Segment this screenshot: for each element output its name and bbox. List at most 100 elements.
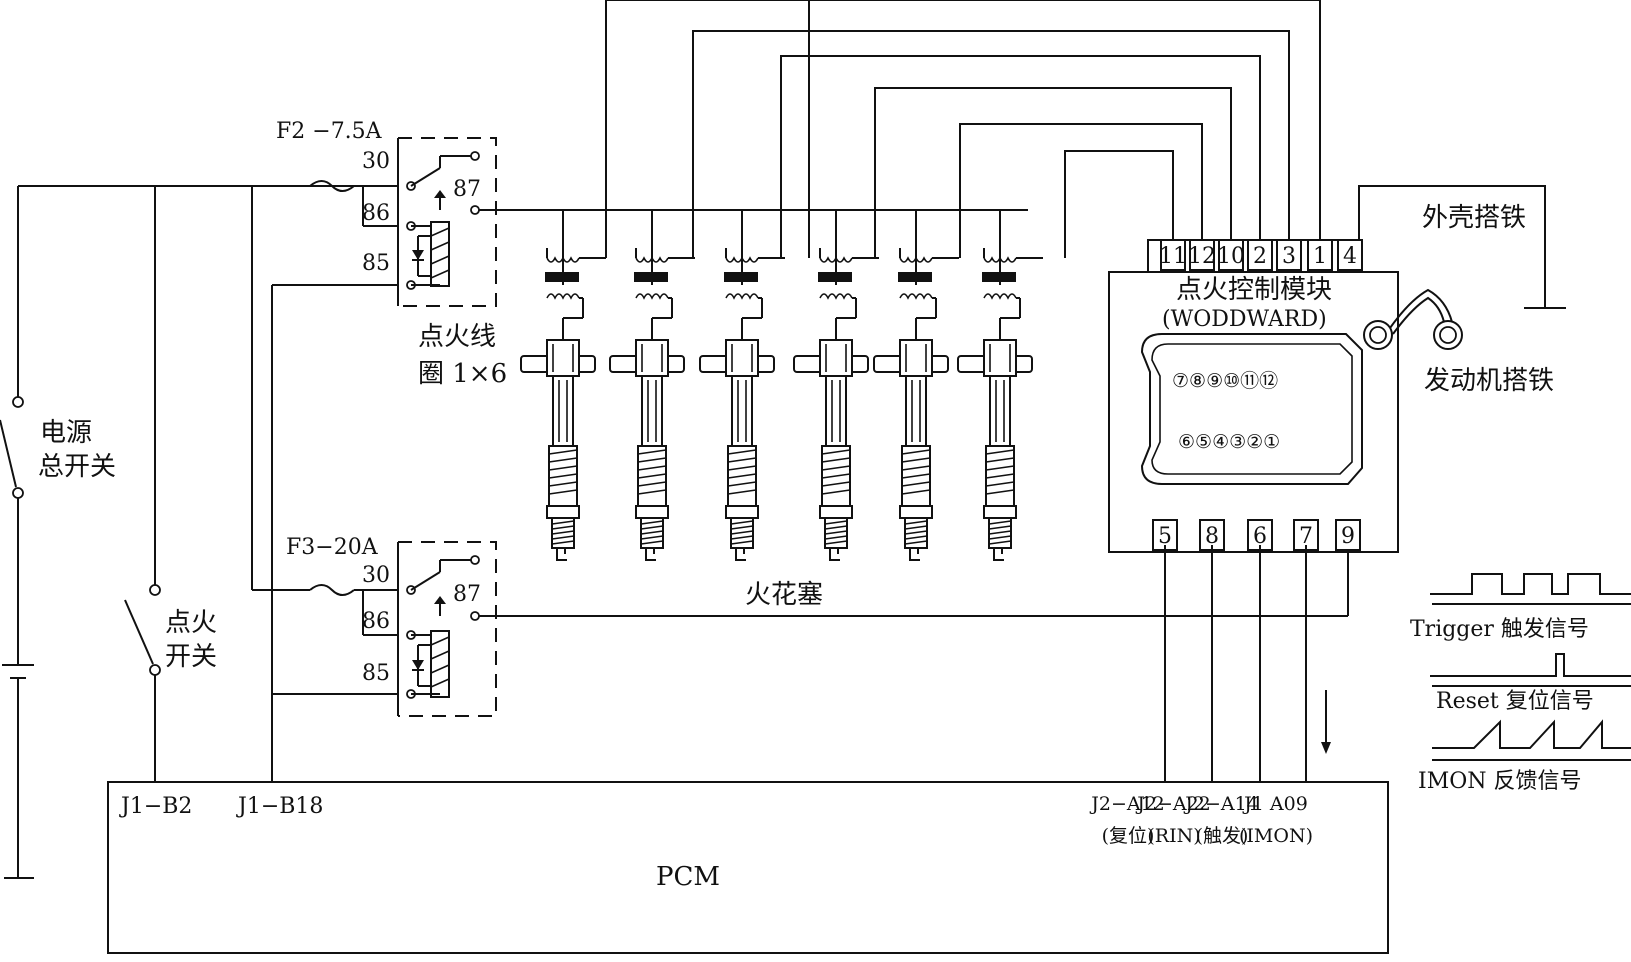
spark-plug-electrode xyxy=(909,548,920,561)
pcm-pin-note-3: (触发) xyxy=(1196,825,1249,847)
coil-tube xyxy=(641,375,663,447)
ignition-control-module xyxy=(1108,185,1566,553)
coil-boot-top xyxy=(725,339,759,377)
relay-f2-pin-86: 86 xyxy=(362,201,390,226)
connector-bottom-row: ⑥⑤④③②① xyxy=(1178,431,1280,453)
trigger-signal-label: Trigger 触发信号 xyxy=(1410,617,1589,642)
module-pin-12: 12 xyxy=(1188,239,1216,271)
coil-label-1: 点火线 xyxy=(418,322,496,352)
coil-core xyxy=(982,272,1016,282)
coil-boot-top xyxy=(983,339,1017,377)
module-pin-7-label: 7 xyxy=(1299,524,1313,549)
coil-core xyxy=(724,272,758,282)
coil-boot-top xyxy=(819,339,853,377)
imon-signal-label: IMON 反馈信号 xyxy=(1418,769,1582,794)
spark-plug-insulator xyxy=(637,445,667,507)
coil-boot-top xyxy=(899,339,933,377)
module-pin-2: 2 xyxy=(1247,239,1273,271)
coil-secondary-winding xyxy=(725,293,759,300)
spark-plug-electrode xyxy=(993,548,1004,561)
pcm-pin-j1-b18: J1−B18 xyxy=(236,794,323,819)
module-pin-1: 1 xyxy=(1307,239,1333,271)
relay-f3 xyxy=(252,541,497,717)
coil-secondary-winding xyxy=(546,293,580,300)
module-pin-3: 3 xyxy=(1276,239,1302,271)
pcm-pin-label-4: J1 A09 xyxy=(1242,793,1308,815)
pcm-label: PCM xyxy=(656,862,720,892)
spark-plug-electrode xyxy=(735,548,746,561)
coil-core xyxy=(818,272,852,282)
fuse-f3-label: F3−20A xyxy=(286,535,379,560)
module-pin-11-label: 11 xyxy=(1159,244,1187,269)
relay-f3-pin-86: 86 xyxy=(362,609,390,634)
relay-f3-pin-30: 30 xyxy=(362,563,390,588)
coil-tube xyxy=(552,375,574,447)
spark-plug-hex xyxy=(899,505,933,519)
main-switch-label-1: 电源 xyxy=(40,418,92,448)
coil-and-plug-2 xyxy=(609,248,695,561)
module-pin-9-label: 9 xyxy=(1341,524,1355,549)
spark-plug-label: 火花塞 xyxy=(745,580,823,610)
coil-secondary-winding xyxy=(819,293,853,300)
coil-primary-winding xyxy=(635,256,669,263)
module-pin-5: 5 xyxy=(1152,519,1178,551)
coil-tube xyxy=(989,375,1011,447)
spark-plug-hex xyxy=(983,505,1017,519)
coil-boot-top xyxy=(546,339,580,377)
pcm-pin-label-1: J2−A12 xyxy=(1089,793,1165,815)
coil-primary-winding xyxy=(725,256,759,263)
signal-legend xyxy=(1430,573,1631,761)
coil-label-2: 圈 1×6 xyxy=(418,359,507,389)
relay-f3-pin-87: 87 xyxy=(453,582,481,607)
spark-plug-hex xyxy=(635,505,669,519)
ignition-switch-label-2: 开关 xyxy=(165,642,217,672)
pcm-pin-label-3: J2−A14 xyxy=(1183,793,1259,815)
module-pin-8-label: 8 xyxy=(1205,524,1219,549)
ignition-switch-label-1: 点火 xyxy=(165,608,217,638)
module-pin-3-label: 3 xyxy=(1282,244,1296,269)
coil-primary-winding xyxy=(819,256,853,263)
coil-and-plug-6 xyxy=(957,248,1043,561)
coil-core xyxy=(634,272,668,282)
coil-core xyxy=(898,272,932,282)
coil-secondary-winding xyxy=(899,293,933,300)
pcm-box xyxy=(107,781,1389,954)
main-switch xyxy=(0,396,34,879)
relay-f2-pin-30: 30 xyxy=(362,149,390,174)
coil-primary-winding xyxy=(899,256,933,263)
connector-top-row: ⑦⑧⑨⑩⑪⑫ xyxy=(1172,370,1278,392)
coil-core xyxy=(545,272,579,282)
module-title: 点火控制模块 xyxy=(1176,275,1332,305)
ignition-coils xyxy=(520,248,1043,561)
module-pin-4: 4 xyxy=(1337,239,1363,271)
module-pin-1-label: 1 xyxy=(1313,244,1327,269)
main-switch-label-2: 总开关 xyxy=(38,452,116,482)
module-pin-10-label: 10 xyxy=(1217,244,1245,269)
spark-plug-hex xyxy=(819,505,853,519)
relay-f2 xyxy=(309,137,497,307)
coil-and-plug-3 xyxy=(699,248,785,561)
reset-signal-label: Reset 复位信号 xyxy=(1436,689,1594,714)
relay-f2-pin-85: 85 xyxy=(362,251,390,276)
relay-f3-pin-85: 85 xyxy=(362,661,390,686)
coil-secondary-winding xyxy=(983,293,1017,300)
coil-primary-winding xyxy=(546,256,580,263)
module-pin-9: 9 xyxy=(1335,519,1361,551)
power-bus xyxy=(17,185,355,590)
pcm-pin-note-4: (IMON) xyxy=(1239,825,1313,847)
pcm-pin-note-1: (复位) xyxy=(1102,825,1155,847)
module-pcm-wires xyxy=(1164,545,1331,782)
module-pin-5-label: 5 xyxy=(1158,524,1172,549)
pcm-pin-note-2: (RIN) xyxy=(1147,825,1200,847)
coil-primary-winding xyxy=(983,256,1017,263)
coil-and-plug-4 xyxy=(793,248,879,561)
ignition-switch xyxy=(124,584,161,782)
spark-plug-electrode xyxy=(829,548,840,561)
module-pin-11: 11 xyxy=(1159,239,1187,271)
coil-and-plug-5 xyxy=(873,248,959,561)
engine-ground-label: 发动机搭铁 xyxy=(1424,366,1554,396)
